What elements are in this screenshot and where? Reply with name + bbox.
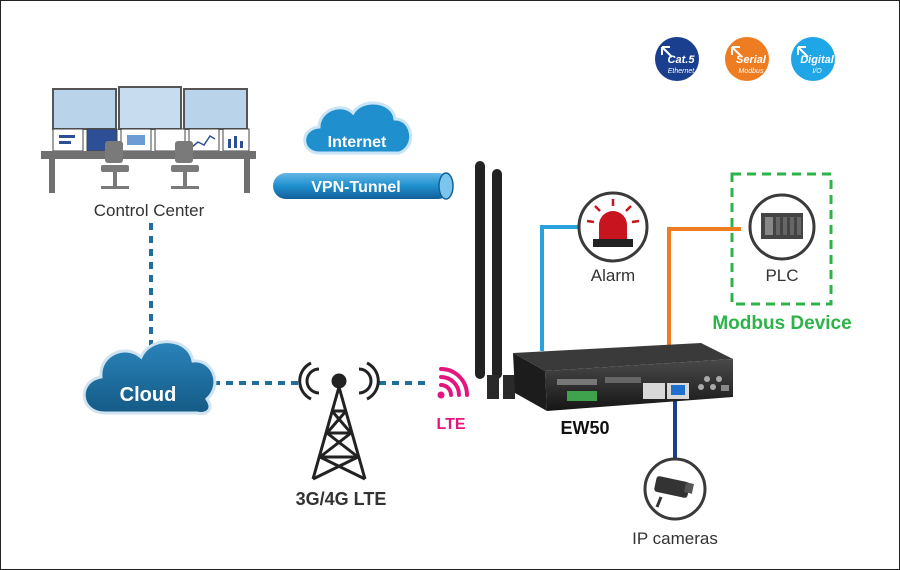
badge-serial: Serial Modbus bbox=[725, 37, 769, 81]
antennas bbox=[475, 161, 515, 399]
lte-label: LTE bbox=[436, 416, 465, 433]
lte-signal-icon bbox=[437, 367, 469, 399]
modbus-device-box bbox=[730, 172, 833, 306]
plc-label: PLC bbox=[765, 266, 798, 285]
chair-right bbox=[171, 141, 199, 189]
modbus-device-label: Modbus Device bbox=[712, 313, 851, 334]
tower-label: 3G/4G LTE bbox=[296, 489, 387, 509]
alarm-label: Alarm bbox=[591, 266, 635, 285]
internet-cloud bbox=[303, 101, 413, 155]
cloud-label: Cloud bbox=[120, 384, 177, 406]
badge-cat5-title: Cat.5 bbox=[668, 54, 696, 66]
device-label: EW50 bbox=[560, 418, 609, 438]
badge-cat5: Cat.5 Ethernet bbox=[655, 37, 699, 81]
internet-label: Internet bbox=[328, 134, 387, 151]
vpn-tunnel bbox=[273, 172, 454, 200]
monitor-wall bbox=[52, 86, 248, 130]
desk-screens bbox=[52, 128, 250, 152]
vpn-tunnel-label: VPN-Tunnel bbox=[311, 179, 400, 196]
badge-serial-sub: Modbus bbox=[739, 68, 764, 75]
alarm-icon bbox=[577, 191, 649, 263]
badge-digital-sub: I/O bbox=[812, 68, 822, 75]
cell-tower-icon bbox=[298, 361, 380, 481]
badge-digital-title: Digital bbox=[800, 54, 835, 66]
control-center-illustration bbox=[41, 86, 256, 193]
plc-icon bbox=[748, 193, 816, 261]
plc-link bbox=[667, 227, 741, 345]
cloud-shape bbox=[82, 340, 217, 415]
badge-serial-title: Serial bbox=[736, 54, 767, 66]
desk bbox=[41, 151, 256, 159]
control-center-label: Control Center bbox=[94, 201, 205, 220]
ip-cameras-label: IP cameras bbox=[632, 529, 718, 548]
ip-camera-icon bbox=[643, 457, 707, 521]
ew50-router bbox=[513, 343, 733, 411]
badge-digital: Digital I/O bbox=[791, 37, 835, 81]
alarm-link bbox=[540, 225, 579, 351]
badge-cat5-sub: Ethernet bbox=[668, 68, 696, 75]
chair-left bbox=[101, 141, 129, 189]
